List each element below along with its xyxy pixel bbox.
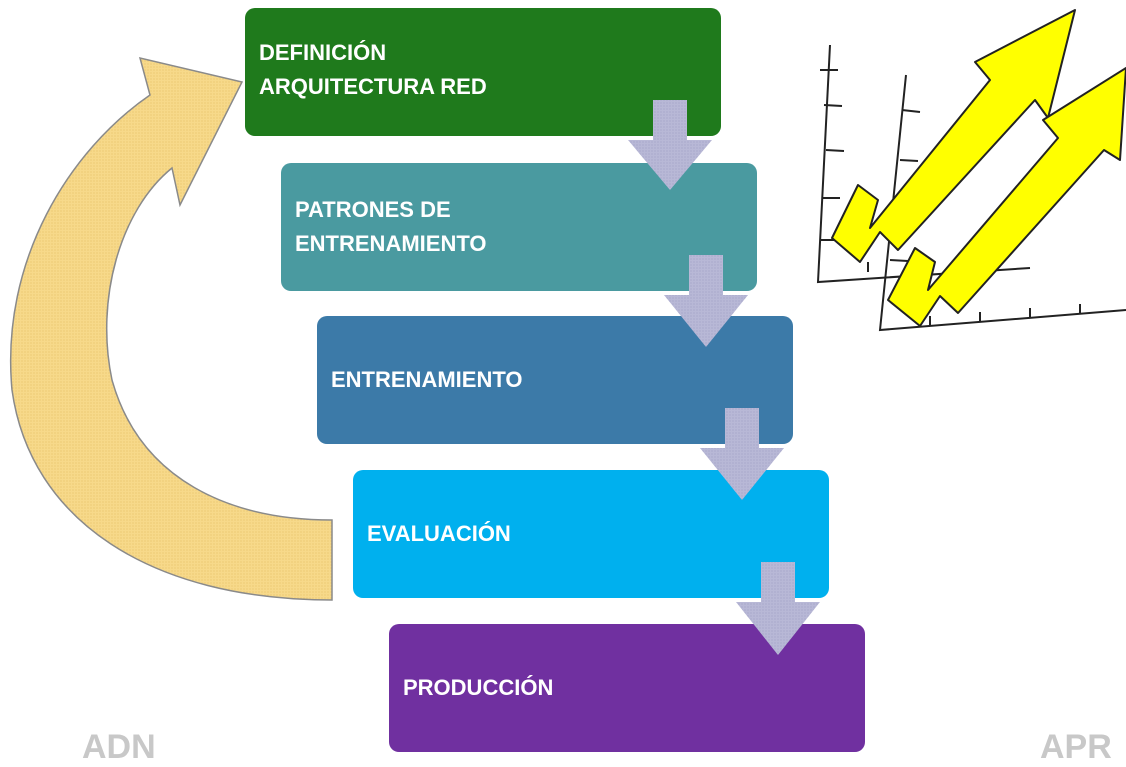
step-label: EVALUACIÓN <box>367 521 511 546</box>
step-label: PRODUCCIÓN <box>403 675 554 700</box>
step-label: ENTRENAMIENTO <box>331 367 523 392</box>
step-label: PATRONES DE ENTRENAMIENTO <box>295 197 487 256</box>
footer-right-text: APR <box>1040 728 1112 766</box>
footer-left-text: ADN <box>82 728 156 766</box>
step-label: DEFINICIÓN ARQUITECTURA RED <box>259 40 487 99</box>
